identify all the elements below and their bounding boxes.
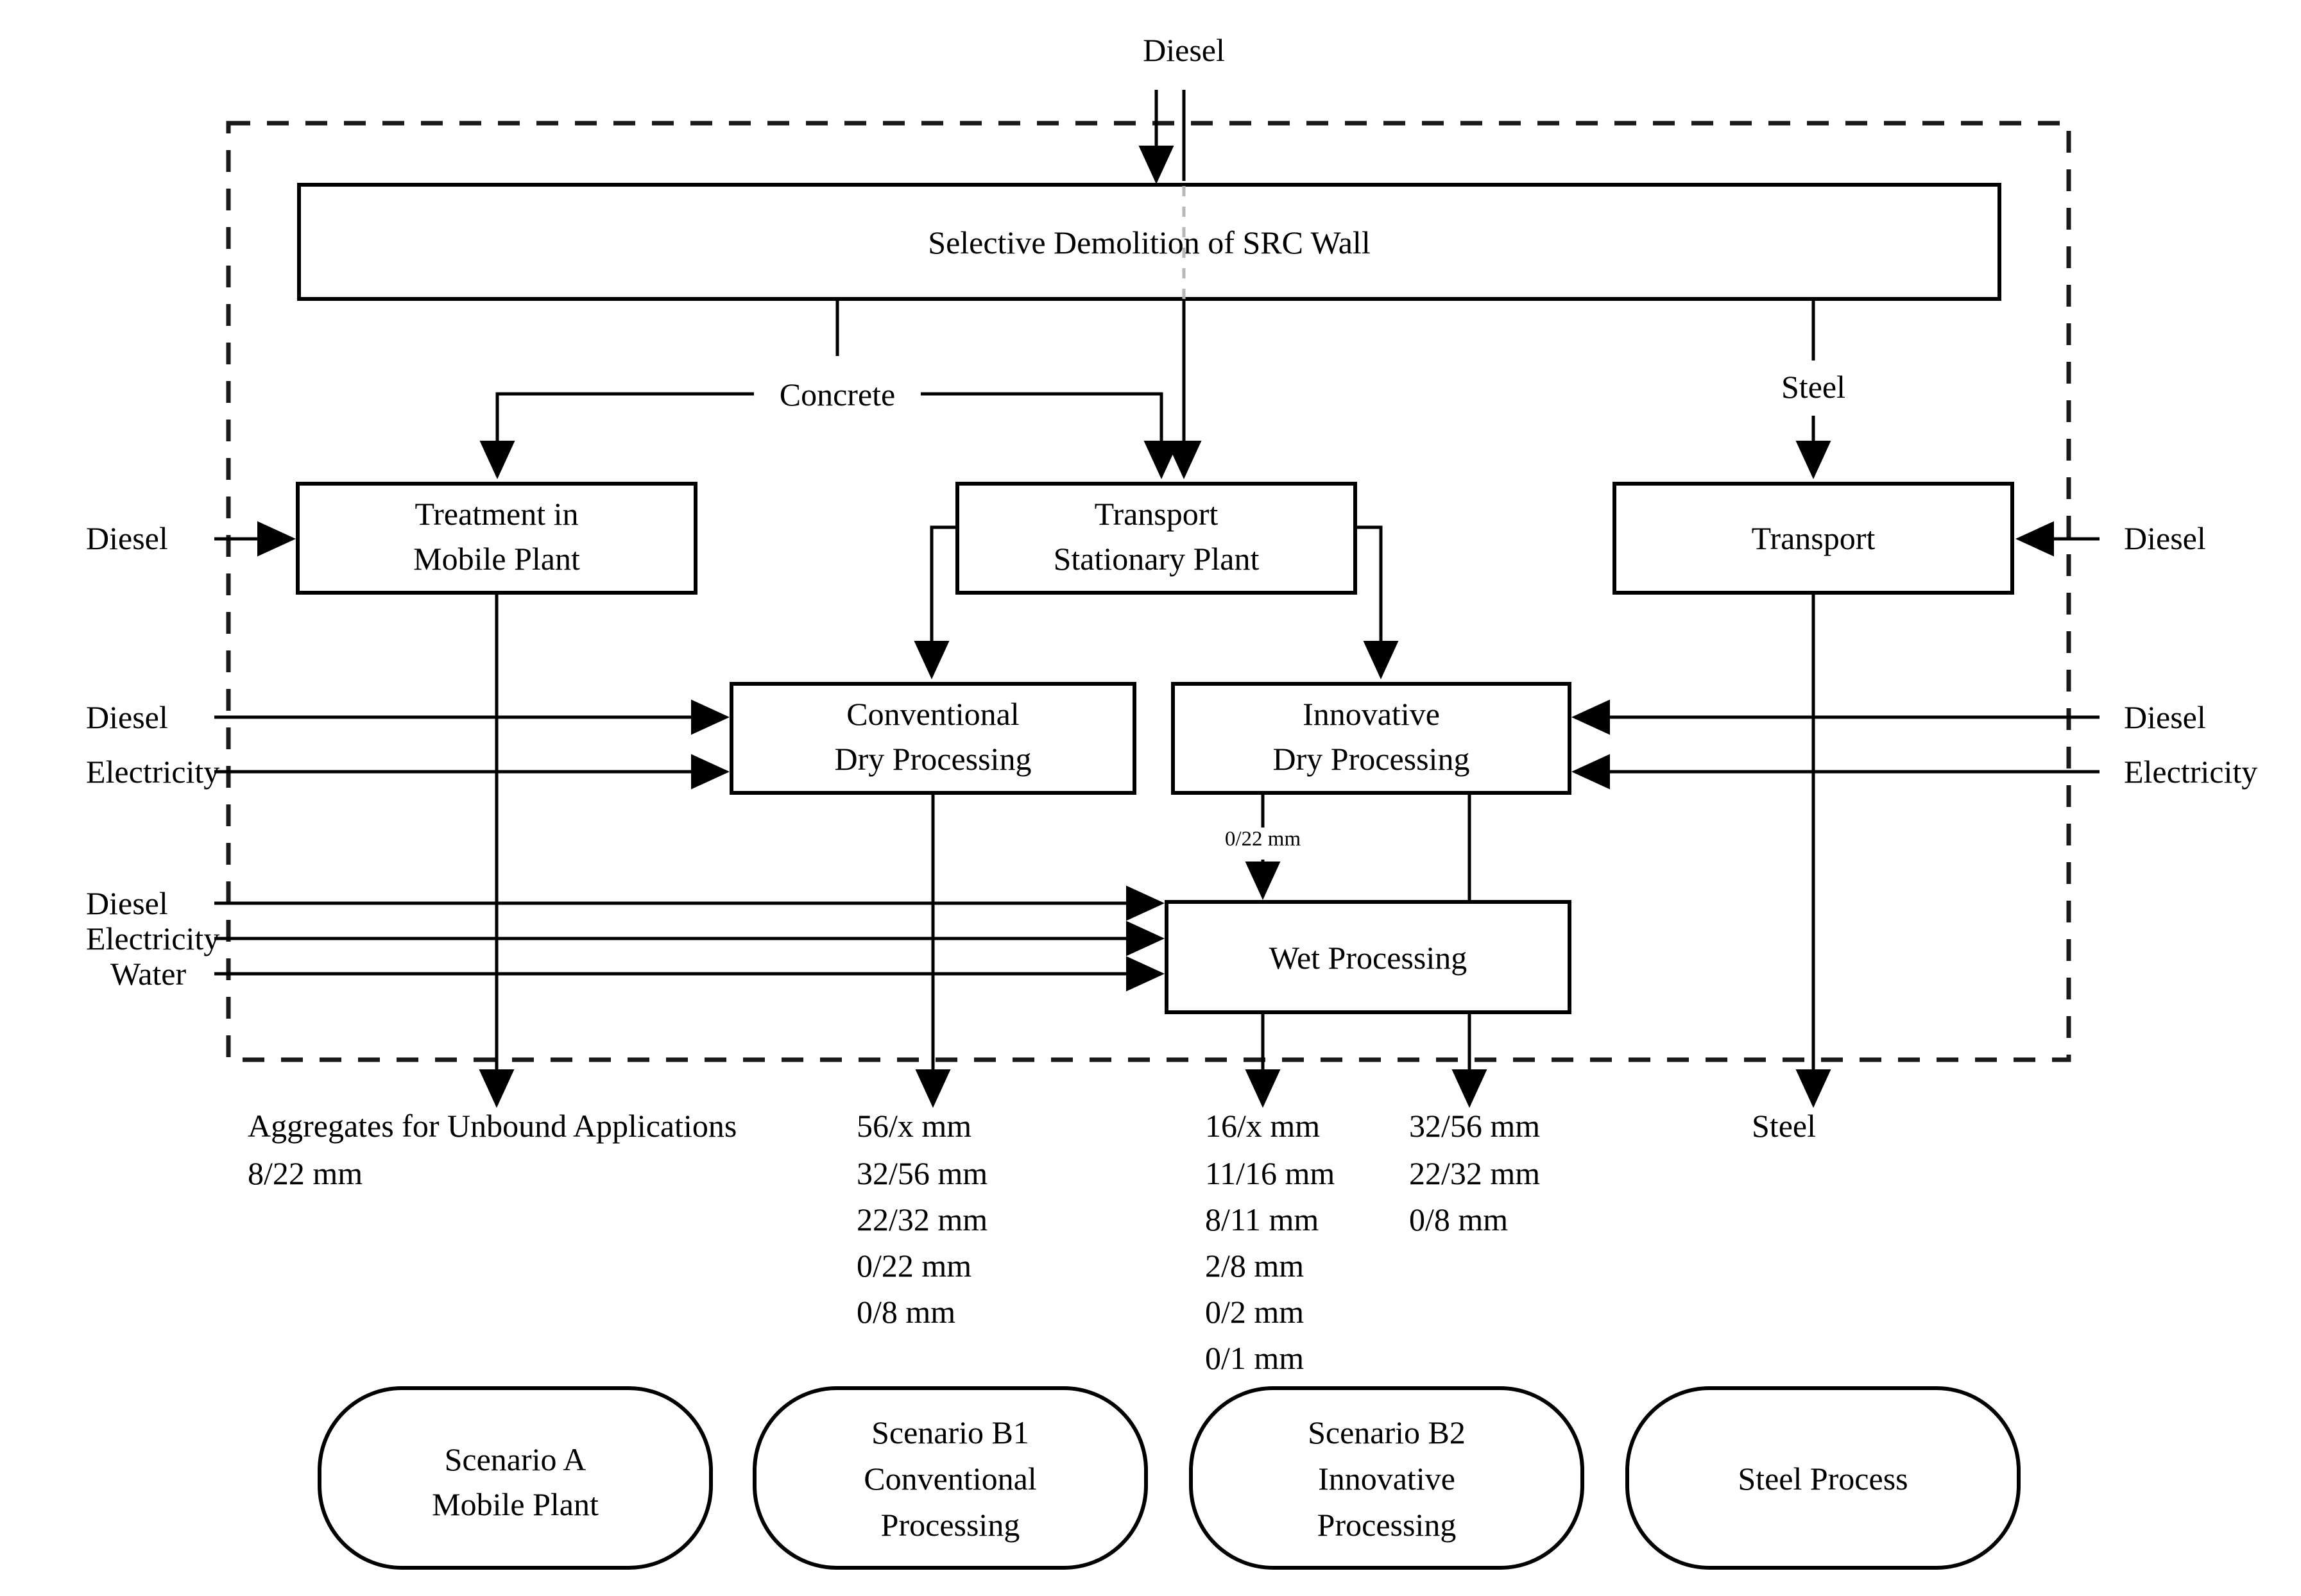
capsule-scenario-b1[interactable]	[753, 1386, 1148, 1570]
wet-diesel-label: Diesel	[86, 885, 168, 921]
box-transport-stationary-plant-line2: Stationary Plant	[1054, 541, 1260, 577]
box-innovative-dry-processing-line1: Innovative	[1303, 696, 1440, 732]
concrete-flow-label: Concrete	[780, 377, 895, 412]
conventional-diesel-label: Diesel	[86, 699, 168, 735]
output-mobile-plant-line2: 8/22 mm	[248, 1155, 363, 1191]
output-wet-line6: 0/1 mm	[1205, 1340, 1304, 1376]
output-conventional-line3: 22/32 mm	[857, 1201, 988, 1237]
box-innovative-dry-processing[interactable]	[1171, 682, 1571, 795]
output-conventional-line5: 0/8 mm	[857, 1294, 955, 1330]
steel-flow-label: Steel	[1781, 369, 1845, 405]
capsule-scenario-b1-line1: Scenario B1	[871, 1414, 1029, 1450]
output-steel-label: Steel	[1752, 1108, 1816, 1144]
box-innovative-dry-processing-line2: Dry Processing	[1273, 741, 1470, 777]
fraction-0-22-label: 0/22 mm	[1225, 828, 1301, 851]
capsule-scenario-b2[interactable]	[1189, 1386, 1584, 1570]
edge-concrete-right-arm	[921, 392, 1179, 479]
capsule-scenario-b1-line2: Conventional	[864, 1461, 1036, 1497]
box-conventional-dry-processing-line2: Dry Processing	[835, 741, 1032, 777]
wet-electricity-label: Electricity	[86, 921, 219, 956]
box-conventional-dry-processing-line1: Conventional	[846, 696, 1019, 732]
output-innovative-line1: 32/56 mm	[1409, 1108, 1540, 1144]
box-wet-processing[interactable]	[1165, 900, 1571, 1014]
box-conventional-dry-processing[interactable]	[730, 682, 1136, 795]
output-wet-line4: 2/8 mm	[1205, 1248, 1304, 1284]
output-innovative-line2: 22/32 mm	[1409, 1155, 1540, 1191]
output-wet-line3: 8/11 mm	[1205, 1201, 1319, 1237]
capsule-steel-process-label: Steel Process	[1738, 1461, 1908, 1497]
capsule-scenario-b2-line2: Innovative	[1318, 1461, 1455, 1497]
box-treatment-mobile-plant[interactable]	[296, 482, 697, 595]
capsule-steel-process[interactable]	[1625, 1386, 2021, 1570]
wet-water-label: Water	[110, 956, 186, 992]
innovative-electricity-label: Electricity	[2124, 754, 2257, 790]
capsule-scenario-b2-line3: Processing	[1317, 1507, 1457, 1543]
conventional-electricity-label: Electricity	[86, 754, 219, 790]
capsule-scenario-a[interactable]	[318, 1386, 713, 1570]
box-transport-stationary-plant-line1: Transport	[1095, 496, 1219, 532]
mobile-diesel-label: Diesel	[86, 520, 168, 556]
system-boundary	[226, 121, 2071, 1062]
output-innovative-line3: 0/8 mm	[1409, 1201, 1508, 1237]
capsule-scenario-a-line2: Mobile Plant	[432, 1486, 599, 1522]
box-treatment-mobile-plant-line2: Mobile Plant	[413, 541, 580, 577]
transport-diesel-label: Diesel	[2124, 520, 2206, 556]
box-selective-demolition[interactable]	[297, 183, 2001, 301]
output-wet-line1: 16/x mm	[1205, 1108, 1320, 1144]
box-transport-stationary-plant[interactable]	[955, 482, 1357, 595]
capsule-scenario-a-line1: Scenario A	[445, 1441, 586, 1477]
box-wet-processing-label: Wet Processing	[1269, 940, 1467, 976]
top-diesel-label: Diesel	[1143, 32, 1225, 68]
output-conventional-line4: 0/22 mm	[857, 1248, 971, 1284]
box-selective-demolition-label: Selective Demolition of SRC Wall	[928, 225, 1370, 260]
output-wet-line2: 11/16 mm	[1205, 1155, 1335, 1191]
output-wet-line5: 0/2 mm	[1205, 1294, 1304, 1330]
edge-stationary-to-conventional	[914, 525, 957, 679]
box-transport-steel-label: Transport	[1752, 520, 1876, 556]
output-mobile-plant-line1: Aggregates for Unbound Applications	[248, 1108, 737, 1144]
capsule-scenario-b2-line1: Scenario B2	[1308, 1414, 1466, 1450]
edge-concrete-left-arm	[479, 392, 754, 479]
output-conventional-line1: 56/x mm	[857, 1108, 971, 1144]
box-treatment-mobile-plant-line1: Treatment in	[415, 496, 578, 532]
innovative-diesel-label: Diesel	[2124, 699, 2206, 735]
edge-stationary-to-innovative	[1355, 525, 1399, 679]
capsule-scenario-b1-line3: Processing	[881, 1507, 1020, 1543]
output-conventional-line2: 32/56 mm	[857, 1155, 988, 1191]
